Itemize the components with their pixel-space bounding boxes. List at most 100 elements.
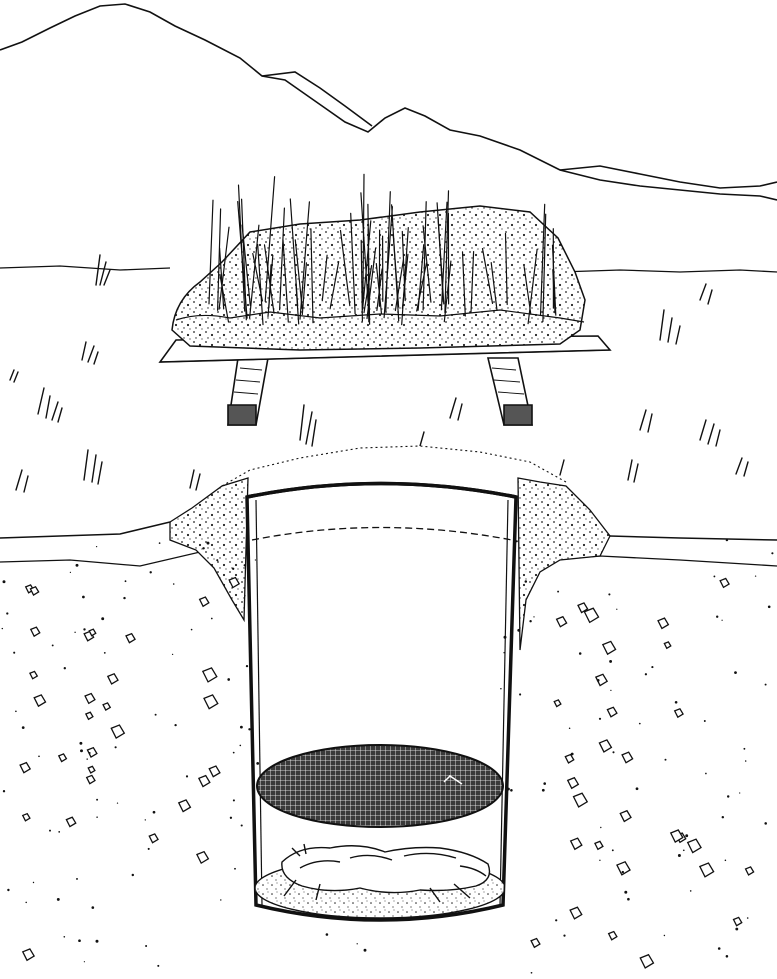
soil-speckle	[512, 588, 514, 590]
soil-speckle	[240, 726, 243, 729]
wooden-runner-right	[488, 358, 532, 425]
soil-speckle	[96, 546, 97, 547]
soil-speckle	[255, 559, 256, 560]
soil-speckle	[739, 792, 740, 793]
soil-speckle	[609, 660, 612, 663]
soil-speckle	[533, 616, 534, 617]
soil-speckle	[252, 744, 253, 745]
soil-speckle	[89, 752, 91, 754]
soil-speckle	[612, 849, 614, 851]
soil-speckle	[58, 831, 60, 833]
soil-speckle	[150, 571, 152, 573]
soil-speckle	[25, 902, 27, 904]
soil-speckle	[233, 799, 235, 801]
soil-speckle	[96, 940, 99, 943]
soil-speckle	[232, 568, 234, 570]
soil-speckle	[597, 679, 600, 682]
soil-speckle	[80, 749, 83, 752]
soil-speckle	[13, 652, 15, 654]
soil-speckle	[101, 617, 104, 620]
mountain-ridge	[0, 4, 777, 200]
soil-speckle	[239, 745, 241, 747]
soil-speckle	[3, 580, 6, 583]
soil-speckle	[745, 760, 747, 762]
soil-speckle	[125, 580, 127, 582]
soil-speckle	[78, 939, 81, 942]
soil-speckle	[145, 945, 147, 947]
soil-speckle	[612, 751, 614, 753]
soil-speckle	[600, 827, 601, 828]
soil-speckle	[627, 898, 630, 901]
soil-speckle	[57, 898, 60, 901]
soil-speckle	[202, 547, 204, 549]
soil-speckle	[639, 723, 641, 725]
soil-speckle	[764, 822, 767, 825]
soil-speckle	[718, 947, 721, 950]
soil-speckle	[96, 816, 98, 818]
soil-speckle	[123, 597, 125, 599]
soil-speckle	[83, 628, 85, 630]
soil-speckle	[76, 564, 79, 567]
soil-speckle	[716, 616, 718, 618]
soil-speckle	[543, 782, 546, 785]
soil-speckle	[115, 746, 117, 748]
soil-speckle	[726, 539, 728, 541]
soil-speckle	[503, 652, 504, 653]
soil-speckle	[74, 632, 75, 633]
soil-speckle	[70, 572, 71, 573]
soil-speckle	[6, 612, 8, 614]
soil-speckle	[690, 890, 692, 892]
soil-speckle	[525, 580, 528, 583]
soil-speckle	[256, 762, 259, 765]
sod-block-with-grass	[172, 174, 585, 350]
soil-speckle	[765, 684, 767, 686]
soil-speckle	[557, 591, 559, 593]
soil-speckle	[63, 936, 65, 938]
soil-speckle	[132, 874, 134, 876]
soil-speckle	[504, 636, 507, 639]
soil-speckle	[599, 718, 601, 720]
soil-speckle	[364, 949, 367, 952]
soil-speckle	[713, 575, 715, 577]
soil-speckle	[665, 759, 667, 761]
soil-speckle	[159, 542, 161, 544]
soil-speckle	[664, 935, 665, 936]
soil-speckle	[230, 817, 232, 819]
soil-speckle	[96, 799, 98, 801]
soil-speckle	[207, 542, 210, 545]
soil-speckle	[244, 564, 246, 566]
soil-speckle	[726, 955, 729, 958]
soil-speckle	[569, 728, 571, 730]
soil-speckle	[84, 961, 85, 962]
soil-speckle	[82, 596, 85, 599]
soil-speckle	[2, 628, 3, 629]
soil-speckle	[610, 690, 611, 691]
soil-speckle	[747, 917, 749, 919]
soil-speckle	[38, 755, 40, 757]
soil-speckle	[216, 559, 218, 561]
soil-speckle	[33, 882, 34, 883]
soil-speckle	[571, 753, 574, 756]
soil-speckle	[15, 711, 17, 713]
soil-speckle	[49, 830, 51, 832]
soil-speckle	[153, 811, 156, 814]
soil-speckle	[91, 906, 94, 909]
soil-speckle	[636, 787, 639, 790]
soil-speckle	[500, 688, 501, 689]
soil-speckle	[529, 620, 531, 622]
soil-speckle	[734, 671, 737, 674]
soil-speckle	[227, 678, 230, 681]
soil-speckle	[683, 849, 685, 851]
soil-speckle	[678, 854, 681, 857]
soil-speckle	[645, 673, 647, 675]
soil-speckle	[685, 834, 688, 837]
soil-speckle	[542, 789, 545, 792]
soil-speckle	[727, 795, 729, 797]
soil-speckle	[651, 666, 653, 668]
soil-speckle	[211, 618, 213, 620]
soil-speckle	[517, 629, 520, 632]
soil-speckle	[174, 724, 176, 726]
soil-speckle	[579, 652, 582, 655]
